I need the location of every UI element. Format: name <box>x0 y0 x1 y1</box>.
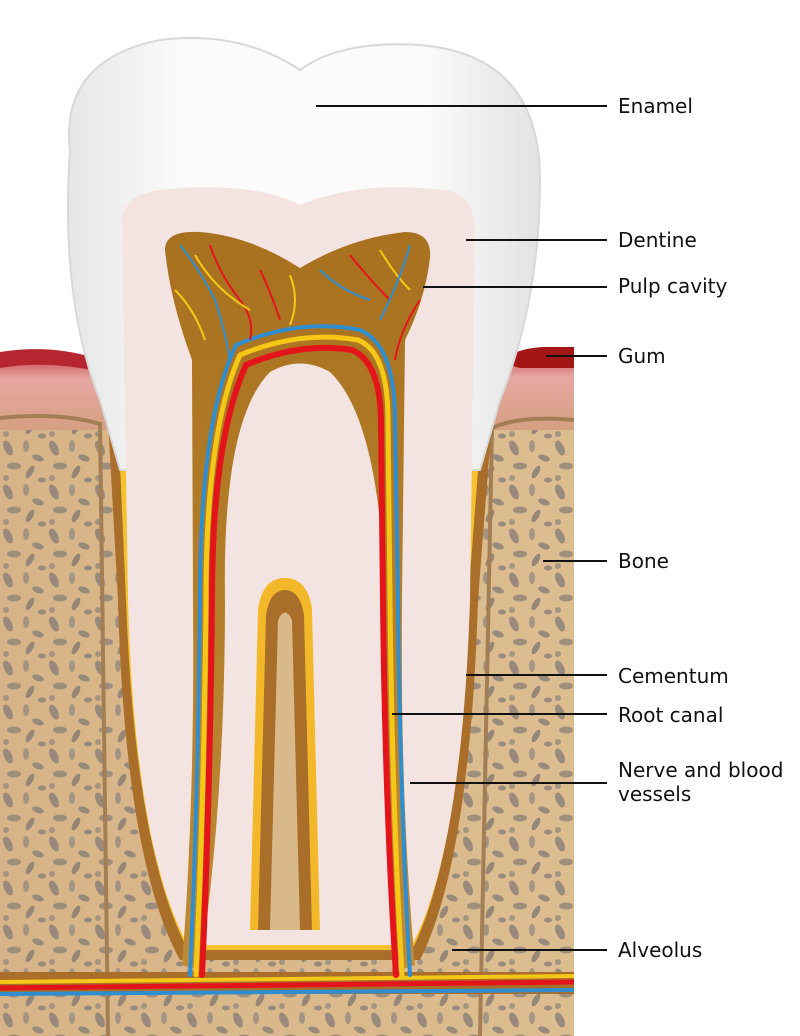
label-pulp-cavity: Pulp cavity <box>618 274 728 298</box>
label-bone: Bone <box>618 549 669 573</box>
label-alveolus: Alveolus <box>618 938 703 962</box>
label-gum: Gum <box>618 344 666 368</box>
label-nerve-and-blood-vessels: Nerve and blood vessels <box>618 758 784 806</box>
label-cementum: Cementum <box>618 664 729 688</box>
label-enamel: Enamel <box>618 94 693 118</box>
label-dentine: Dentine <box>618 228 697 252</box>
label-root-canal: Root canal <box>618 703 724 727</box>
